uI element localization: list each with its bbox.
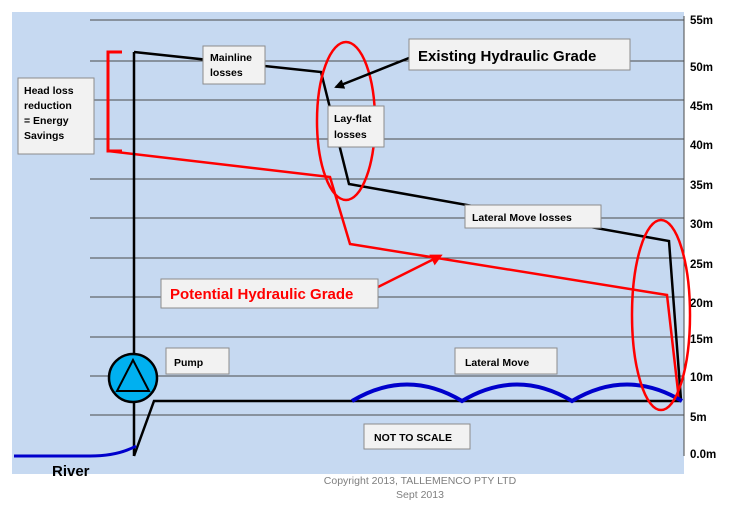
layflat-losses-box: Lay-flat losses <box>327 105 385 148</box>
pump-label: Pump <box>174 357 203 369</box>
head-loss-label: Head loss <box>24 85 74 97</box>
potential-grade-line <box>107 149 681 401</box>
y-tick-label: 45m <box>690 101 713 113</box>
y-tick-label: 0.0m <box>690 449 716 461</box>
head-loss-label: = Energy <box>24 115 69 127</box>
y-tick-label: 55m <box>690 15 713 27</box>
river-line <box>14 444 137 458</box>
pump-icon <box>107 352 159 404</box>
not-to-scale-label: NOT TO SCALE <box>374 432 452 444</box>
supply-pipe <box>132 399 681 457</box>
y-tick-label: 5m <box>690 412 707 424</box>
layflat-losses-label: Lay-flat <box>334 113 372 125</box>
potential-grade-arrow <box>367 254 443 294</box>
river-label: River <box>52 463 90 480</box>
potential-grade-box: Potential Hydraulic Grade <box>160 278 379 309</box>
y-tick-label: 50m <box>690 62 713 74</box>
pump-box: Pump <box>165 347 230 375</box>
copyright-date: Sept 2013 <box>396 489 444 501</box>
mainline-losses-box: Mainline losses <box>202 45 266 85</box>
potential-grade-label: Potential Hydraulic Grade <box>170 286 353 303</box>
y-tick-label: 15m <box>690 334 713 346</box>
y-tick-label: 40m <box>690 140 713 152</box>
lateral-move-label: Lateral Move <box>465 357 529 369</box>
head-loss-label: Savings <box>24 130 64 142</box>
not-to-scale-box: NOT TO SCALE <box>363 423 471 450</box>
y-tick-label: 20m <box>690 298 713 310</box>
head-loss-brace <box>106 50 122 153</box>
lateral-move-box: Lateral Move <box>454 347 558 375</box>
existing-grade-label: Existing Hydraulic Grade <box>418 48 596 65</box>
y-tick-label: 30m <box>690 219 713 231</box>
y-tick-label: 10m <box>690 372 713 384</box>
head-loss-reduction-box: Head loss reduction = Energy Savings <box>17 77 95 155</box>
layflat-losses-label: losses <box>334 129 367 141</box>
lateral-move-highlight-ellipse <box>630 218 692 412</box>
y-tick-label: 25m <box>690 259 713 271</box>
lateral-move-losses-box: Lateral Move losses <box>464 204 602 229</box>
head-loss-label: reduction <box>24 100 72 112</box>
y-tick-label: 35m <box>690 180 713 192</box>
existing-grade-arrow <box>334 54 415 89</box>
mainline-losses-label: losses <box>210 67 243 79</box>
lateral-move-spans <box>350 382 684 404</box>
mainline-losses-label: Mainline <box>210 52 252 64</box>
y-axis-labels: 55m 50m 45m 40m 35m 30m 25m 20m 15m 10m … <box>690 15 716 461</box>
lateral-move-losses-label: Lateral Move losses <box>472 212 572 224</box>
copyright-line: Copyright 2013, TALLEMENCO PTY LTD <box>324 475 517 487</box>
existing-grade-box: Existing Hydraulic Grade <box>408 38 631 71</box>
